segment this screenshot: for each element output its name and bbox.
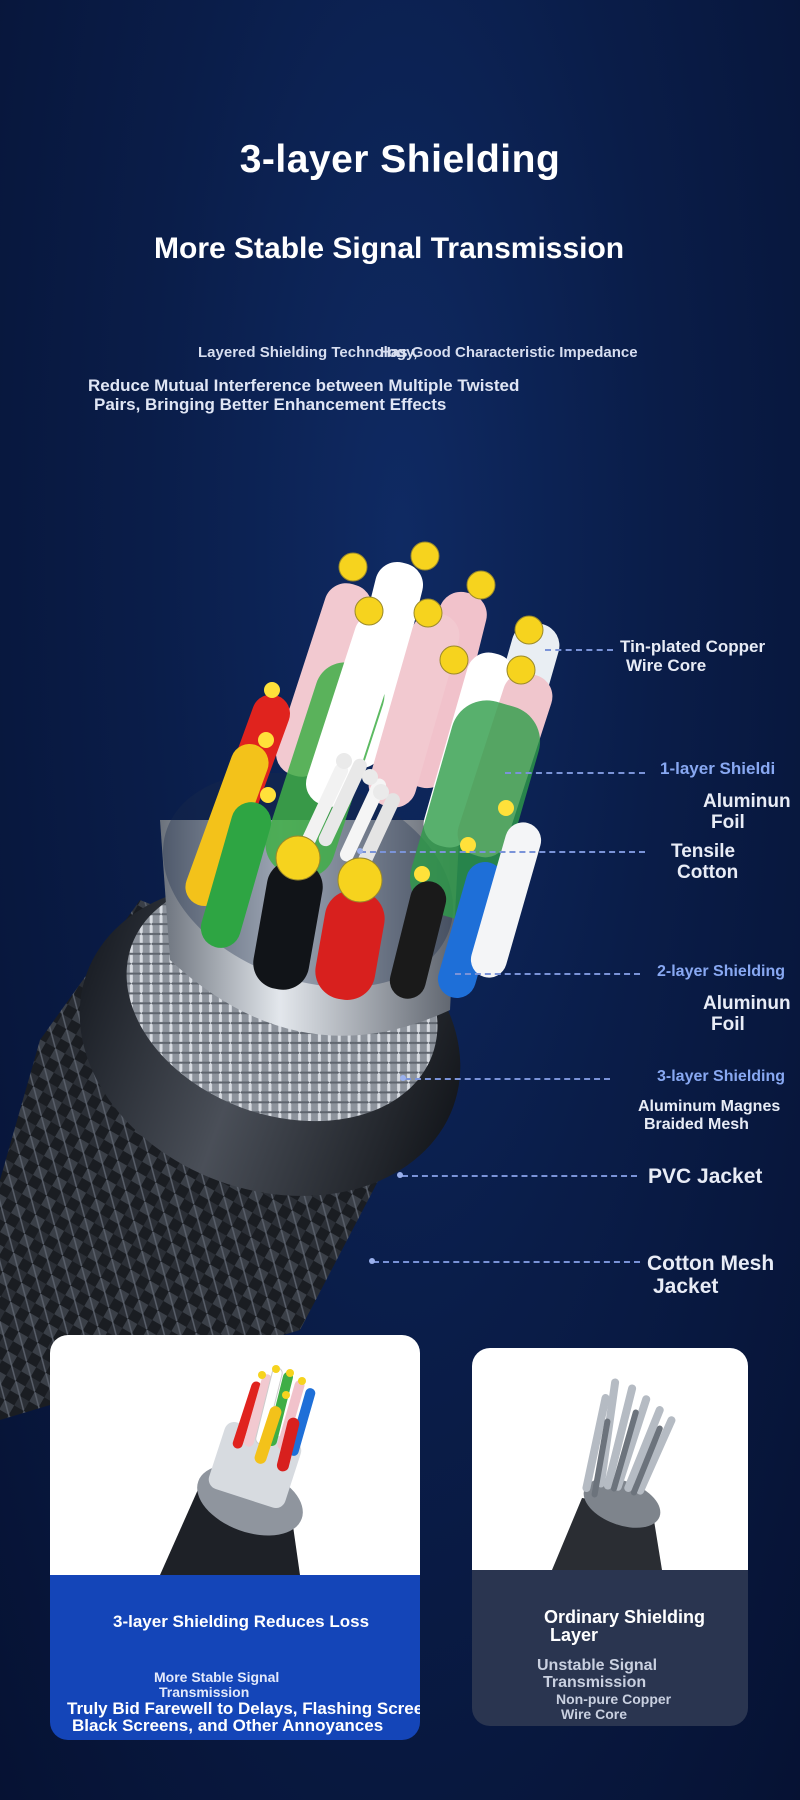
- left-card-line-4: Black Screens, and Other Annoyances: [72, 1716, 384, 1735]
- callout-layer2: 2-layer Shielding: [657, 963, 786, 980]
- left-card-line-3: Truly Bid Farewell to Delays, Flashing S…: [67, 1699, 420, 1718]
- ordinary-cable-thumbnail-icon: [552, 1378, 676, 1570]
- right-card-line-1: Unstable Signal: [537, 1657, 658, 1674]
- right-card-line-3: Non-pure Copper: [556, 1691, 672, 1707]
- leader-line-jacket: [373, 1261, 640, 1263]
- compare-card-3-layer: 3-layer Shielding Reduces Loss More Stab…: [50, 1335, 420, 1740]
- callout-foil-2: Aluminun Foil: [703, 993, 791, 1035]
- left-card-line-2: Transmission: [159, 1684, 250, 1700]
- left-card-line-1: More Stable Signal: [154, 1669, 280, 1685]
- leader-line-core: [545, 649, 613, 651]
- page-subtitle: More Stable Signal Transmission: [154, 232, 625, 265]
- callout-layer1: 1-layer Shieldi: [660, 759, 776, 778]
- leader-line-layer2: [455, 973, 640, 975]
- right-card-title-line-1: Ordinary Shielding: [544, 1607, 706, 1627]
- leader-line-cotton: [360, 851, 645, 853]
- right-card-line-2: Transmission: [543, 1674, 647, 1691]
- callout-cotton-mesh-jacket: Cotton Mesh Jacket: [647, 1252, 775, 1299]
- right-card-line-4: Wire Core: [561, 1706, 628, 1722]
- compare-card-ordinary-image: [472, 1348, 748, 1570]
- callout-tensile-cotton: Tensile Cotton: [671, 841, 739, 883]
- cable-thumbnail-icon: [160, 1365, 316, 1575]
- inner-wires: [185, 541, 560, 1000]
- description-line-2: Pairs, Bringing Better Enhancement Effec…: [94, 395, 447, 414]
- compare-card-3-layer-caption: 3-layer Shielding Reduces Loss More Stab…: [50, 1575, 420, 1740]
- tech-label-left: Layered Shielding Technology,: [198, 344, 418, 361]
- description-line-1: Reduce Mutual Interference between Multi…: [88, 376, 520, 395]
- callout-foil-1: Aluminun Foil: [703, 791, 791, 833]
- compare-card-ordinary: Ordinary Shielding Layer Unstable Signal…: [472, 1348, 748, 1726]
- left-card-title: 3-layer Shielding Reduces Loss: [113, 1612, 370, 1631]
- right-card-title-line-2: Layer: [550, 1625, 599, 1645]
- compare-card-ordinary-caption: Ordinary Shielding Layer Unstable Signal…: [472, 1570, 748, 1726]
- compare-card-3-layer-image: [50, 1335, 420, 1575]
- leader-line-pvc: [402, 1175, 637, 1177]
- page-title: 3-layer Shielding: [239, 138, 561, 181]
- callout-braided-mesh: Aluminum Magnes Braided Mesh: [638, 1098, 781, 1133]
- tech-label-right: Has Good Characteristic Impedance: [380, 344, 638, 361]
- description: Reduce Mutual Interference between Multi…: [88, 376, 648, 414]
- callout-layer3: 3-layer Shielding: [657, 1068, 786, 1085]
- leader-line-layer1: [505, 772, 645, 774]
- leader-line-layer3: [405, 1078, 610, 1080]
- callout-core: Tin-plated Copper Wire Core: [620, 637, 766, 675]
- callout-pvc-jacket: PVC Jacket: [648, 1165, 763, 1188]
